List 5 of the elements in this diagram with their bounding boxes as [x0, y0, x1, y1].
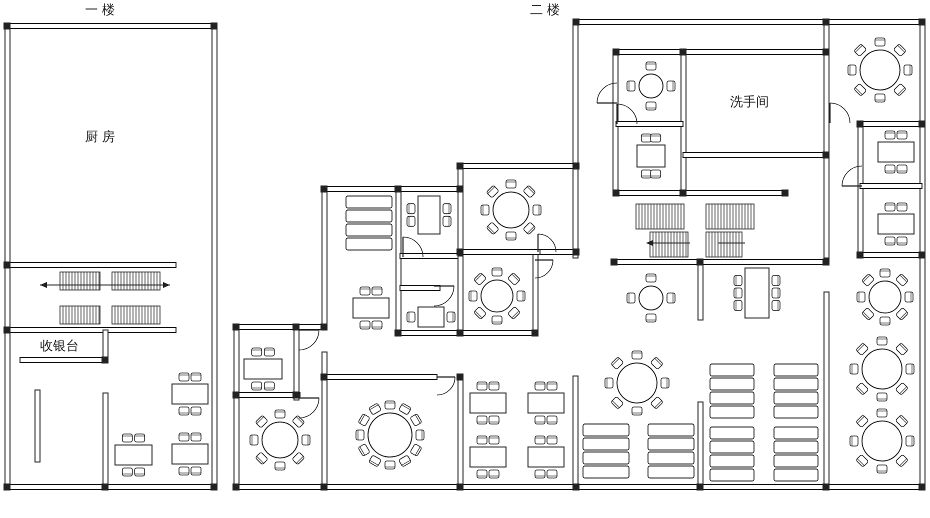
room-label: 厨 房 — [85, 130, 116, 146]
floor-title: 二 楼 — [530, 3, 560, 19]
counter-label: 收银台 — [40, 339, 79, 355]
floor-title: 一 楼 — [85, 3, 116, 19]
room-label: 洗手间 — [730, 95, 769, 111]
